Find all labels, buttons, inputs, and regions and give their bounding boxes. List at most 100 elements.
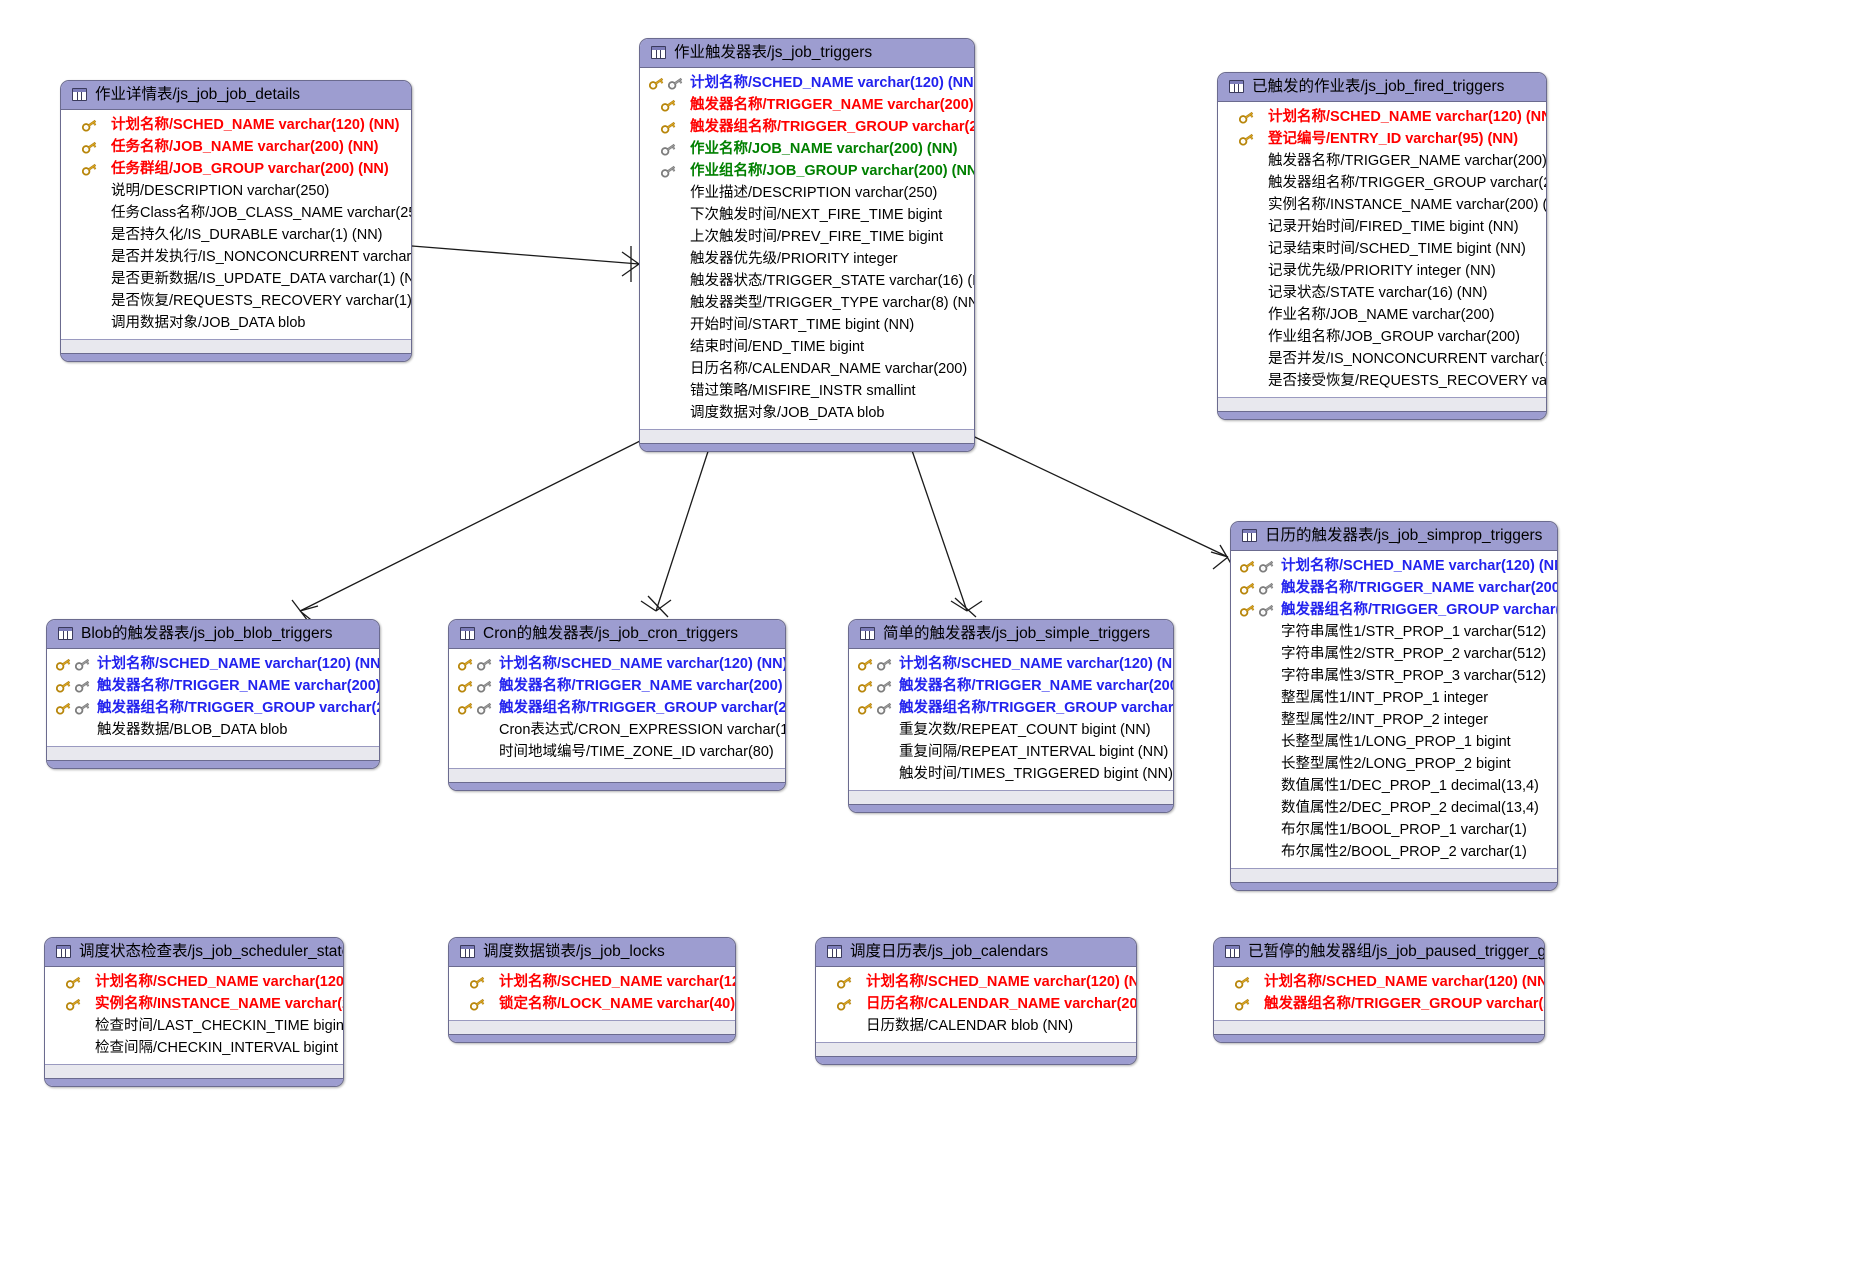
attribute-row[interactable]: 记录开始时间/FIRED_TIME bigint (NN) [1218,216,1546,238]
attribute-row[interactable]: 触发器组名称/TRIGGER_GROUP varchar(200) (NN) [1214,993,1544,1015]
entity-header-job_scheduler_state[interactable]: 调度状态检查表/js_job_scheduler_state [45,938,343,967]
entity-header-job_calendars[interactable]: 调度日历表/js_job_calendars [816,938,1136,967]
attribute-row[interactable]: 任务群组/JOB_GROUP varchar(200) (NN) [61,158,411,180]
attribute-row[interactable]: 计划名称/SCHED_NAME varchar(120) (NN) [849,653,1173,675]
attribute-row[interactable]: 触发器组名称/TRIGGER_GROUP varchar(200) (NN) [47,697,379,719]
attribute-row[interactable]: 结束时间/END_TIME bigint [640,336,974,358]
attribute-row[interactable]: 说明/DESCRIPTION varchar(250) [61,180,411,202]
attribute-row[interactable]: 触发器组名称/TRIGGER_GROUP varchar(200) (NN) [449,697,785,719]
attribute-row[interactable]: 触发器组名称/TRIGGER_GROUP varchar(200) (NN) [1218,172,1546,194]
entity-job_fired_triggers[interactable]: 已触发的作业表/js_job_fired_triggers 计划名称/SCHED_… [1217,72,1547,420]
attribute-row[interactable]: 整型属性2/INT_PROP_2 integer [1231,709,1557,731]
attribute-row[interactable]: 字符串属性1/STR_PROP_1 varchar(512) [1231,621,1557,643]
attribute-row[interactable]: 锁定名称/LOCK_NAME varchar(40) (NN) [449,993,735,1015]
attribute-row[interactable]: 上次触发时间/PREV_FIRE_TIME bigint [640,226,974,248]
attribute-row[interactable]: 字符串属性3/STR_PROP_3 varchar(512) [1231,665,1557,687]
entity-job_cron_triggers[interactable]: Cron的触发器表/js_job_cron_triggers 计划名称/SCHED… [448,619,786,791]
entity-header-job_locks[interactable]: 调度数据锁表/js_job_locks [449,938,735,967]
attribute-row[interactable]: 作业描述/DESCRIPTION varchar(250) [640,182,974,204]
attribute-row[interactable]: 计划名称/SCHED_NAME varchar(120) (NN) [61,114,411,136]
attribute-row[interactable]: 长整型属性2/LONG_PROP_2 bigint [1231,753,1557,775]
attribute-row[interactable]: 作业名称/JOB_NAME varchar(200) (NN) [640,138,974,160]
entity-job_locks[interactable]: 调度数据锁表/js_job_locks 计划名称/SCHED_NAME varch… [448,937,736,1043]
attribute-row[interactable]: 计划名称/SCHED_NAME varchar(120) (NN) [1231,555,1557,577]
attribute-row[interactable]: 是否恢复/REQUESTS_RECOVERY varchar(1) (NN) [61,290,411,312]
attribute-row[interactable]: 触发器名称/TRIGGER_NAME varchar(200) (NN) [640,94,974,116]
attribute-row[interactable]: 长整型属性1/LONG_PROP_1 bigint [1231,731,1557,753]
entity-job_blob_triggers[interactable]: Blob的触发器表/js_job_blob_triggers 计划名称/SCHED… [46,619,380,769]
attribute-row[interactable]: 重复间隔/REPEAT_INTERVAL bigint (NN) [849,741,1173,763]
attribute-row[interactable]: 作业组名称/JOB_GROUP varchar(200) [1218,326,1546,348]
attribute-row[interactable]: 数值属性1/DEC_PROP_1 decimal(13,4) [1231,775,1557,797]
attribute-row[interactable]: 登记编号/ENTRY_ID varchar(95) (NN) [1218,128,1546,150]
entity-header-job_cron_triggers[interactable]: Cron的触发器表/js_job_cron_triggers [449,620,785,649]
attribute-row[interactable]: 触发器组名称/TRIGGER_GROUP varchar(200) (NN) [640,116,974,138]
attribute-row[interactable]: 触发器名称/TRIGGER_NAME varchar(200) (NN) [449,675,785,697]
entity-header-job_simprop_triggers[interactable]: 日历的触发器表/js_job_simprop_triggers [1231,522,1557,551]
attribute-row[interactable]: 日历名称/CALENDAR_NAME varchar(200) [640,358,974,380]
attribute-row[interactable]: 计划名称/SCHED_NAME varchar(120) (NN) [47,653,379,675]
attribute-row[interactable]: 实例名称/INSTANCE_NAME varchar(200) (NN) [1218,194,1546,216]
attribute-row[interactable]: 记录状态/STATE varchar(16) (NN) [1218,282,1546,304]
attribute-row[interactable]: 重复次数/REPEAT_COUNT bigint (NN) [849,719,1173,741]
attribute-row[interactable]: 计划名称/SCHED_NAME varchar(120) (NN) [816,971,1136,993]
entity-job_calendars[interactable]: 调度日历表/js_job_calendars 计划名称/SCHED_NAME va… [815,937,1137,1065]
attribute-row[interactable]: 布尔属性1/BOOL_PROP_1 varchar(1) [1231,819,1557,841]
attribute-row[interactable]: 计划名称/SCHED_NAME varchar(120) (NN) [640,72,974,94]
attribute-row[interactable]: 日历名称/CALENDAR_NAME varchar(200) (NN) [816,993,1136,1015]
attribute-row[interactable]: 计划名称/SCHED_NAME varchar(120) (NN) [1218,106,1546,128]
entity-header-job_triggers[interactable]: 作业触发器表/js_job_triggers [640,39,974,68]
attribute-row[interactable]: 时间地域编号/TIME_ZONE_ID varchar(80) [449,741,785,763]
entity-job_simprop_triggers[interactable]: 日历的触发器表/js_job_simprop_triggers 计划名称/SCHE… [1230,521,1558,891]
attribute-row[interactable]: 数值属性2/DEC_PROP_2 decimal(13,4) [1231,797,1557,819]
attribute-row[interactable]: 触发器名称/TRIGGER_NAME varchar(200) (NN) [47,675,379,697]
attribute-row[interactable]: Cron表达式/CRON_EXPRESSION varchar(120) (NN… [449,719,785,741]
attribute-row[interactable]: 计划名称/SCHED_NAME varchar(120) (NN) [45,971,343,993]
attribute-row[interactable]: 实例名称/INSTANCE_NAME varchar(200) (NN) [45,993,343,1015]
attribute-row[interactable]: 开始时间/START_TIME bigint (NN) [640,314,974,336]
attribute-row[interactable]: 记录优先级/PRIORITY integer (NN) [1218,260,1546,282]
attribute-row[interactable]: 任务名称/JOB_NAME varchar(200) (NN) [61,136,411,158]
attribute-row[interactable]: 字符串属性2/STR_PROP_2 varchar(512) [1231,643,1557,665]
attribute-row[interactable]: 触发器优先级/PRIORITY integer [640,248,974,270]
attribute-row[interactable]: 调度数据对象/JOB_DATA blob [640,402,974,424]
attribute-row[interactable]: 触发器名称/TRIGGER_NAME varchar(200) (NN) [1218,150,1546,172]
attribute-row[interactable]: 触发器状态/TRIGGER_STATE varchar(16) (NN) [640,270,974,292]
attribute-row[interactable]: 触发器组名称/TRIGGER_GROUP varchar(200) (NN) [849,697,1173,719]
attribute-row[interactable]: 检查时间/LAST_CHECKIN_TIME bigint (NN) [45,1015,343,1037]
attribute-row[interactable]: 是否接受恢复/REQUESTS_RECOVERY varchar(1) [1218,370,1546,392]
attribute-row[interactable]: 触发器名称/TRIGGER_NAME varchar(200) (NN) [849,675,1173,697]
attribute-row[interactable]: 作业名称/JOB_NAME varchar(200) [1218,304,1546,326]
attribute-row[interactable]: 是否持久化/IS_DURABLE varchar(1) (NN) [61,224,411,246]
entity-job_paused_trigger_grps[interactable]: 已暂停的触发器组/js_job_paused_trigger_grps 计划名称/… [1213,937,1545,1043]
attribute-row[interactable]: 是否更新数据/IS_UPDATE_DATA varchar(1) (NN) [61,268,411,290]
attribute-row[interactable]: 错过策略/MISFIRE_INSTR smallint [640,380,974,402]
attribute-row[interactable]: 记录结束时间/SCHED_TIME bigint (NN) [1218,238,1546,260]
attribute-row[interactable]: 计划名称/SCHED_NAME varchar(120) (NN) [449,653,785,675]
entity-header-job_fired_triggers[interactable]: 已触发的作业表/js_job_fired_triggers [1218,73,1546,102]
attribute-row[interactable]: 日历数据/CALENDAR blob (NN) [816,1015,1136,1037]
attribute-row[interactable]: 触发时间/TIMES_TRIGGERED bigint (NN) [849,763,1173,785]
entity-job_scheduler_state[interactable]: 调度状态检查表/js_job_scheduler_state 计划名称/SCHED… [44,937,344,1087]
attribute-row[interactable]: 下次触发时间/NEXT_FIRE_TIME bigint [640,204,974,226]
attribute-row[interactable]: 是否并发/IS_NONCONCURRENT varchar(1) [1218,348,1546,370]
entity-header-job_paused_trigger_grps[interactable]: 已暂停的触发器组/js_job_paused_trigger_grps [1214,938,1544,967]
attribute-row[interactable]: 计划名称/SCHED_NAME varchar(120) (NN) [1214,971,1544,993]
entity-job_triggers[interactable]: 作业触发器表/js_job_triggers 计划名称/SCHED_NAME va… [639,38,975,452]
attribute-row[interactable]: 触发器组名称/TRIGGER_GROUP varchar(200) (NN) [1231,599,1557,621]
attribute-row[interactable]: 调用数据对象/JOB_DATA blob [61,312,411,334]
attribute-row[interactable]: 触发器数据/BLOB_DATA blob [47,719,379,741]
attribute-row[interactable]: 整型属性1/INT_PROP_1 integer [1231,687,1557,709]
attribute-row[interactable]: 是否并发执行/IS_NONCONCURRENT varchar(1) (NN) [61,246,411,268]
attribute-row[interactable]: 任务Class名称/JOB_CLASS_NAME varchar(250) (N… [61,202,411,224]
entity-job_simple_triggers[interactable]: 简单的触发器表/js_job_simple_triggers 计划名称/SCHED… [848,619,1174,813]
attribute-row[interactable]: 作业组名称/JOB_GROUP varchar(200) (NN) [640,160,974,182]
entity-header-job_simple_triggers[interactable]: 简单的触发器表/js_job_simple_triggers [849,620,1173,649]
attribute-row[interactable]: 计划名称/SCHED_NAME varchar(120) (NN) [449,971,735,993]
attribute-row[interactable]: 触发器名称/TRIGGER_NAME varchar(200) (NN) [1231,577,1557,599]
attribute-row[interactable]: 检查间隔/CHECKIN_INTERVAL bigint (NN) [45,1037,343,1059]
entity-header-job_blob_triggers[interactable]: Blob的触发器表/js_job_blob_triggers [47,620,379,649]
attribute-row[interactable]: 触发器类型/TRIGGER_TYPE varchar(8) (NN) [640,292,974,314]
attribute-row[interactable]: 布尔属性2/BOOL_PROP_2 varchar(1) [1231,841,1557,863]
